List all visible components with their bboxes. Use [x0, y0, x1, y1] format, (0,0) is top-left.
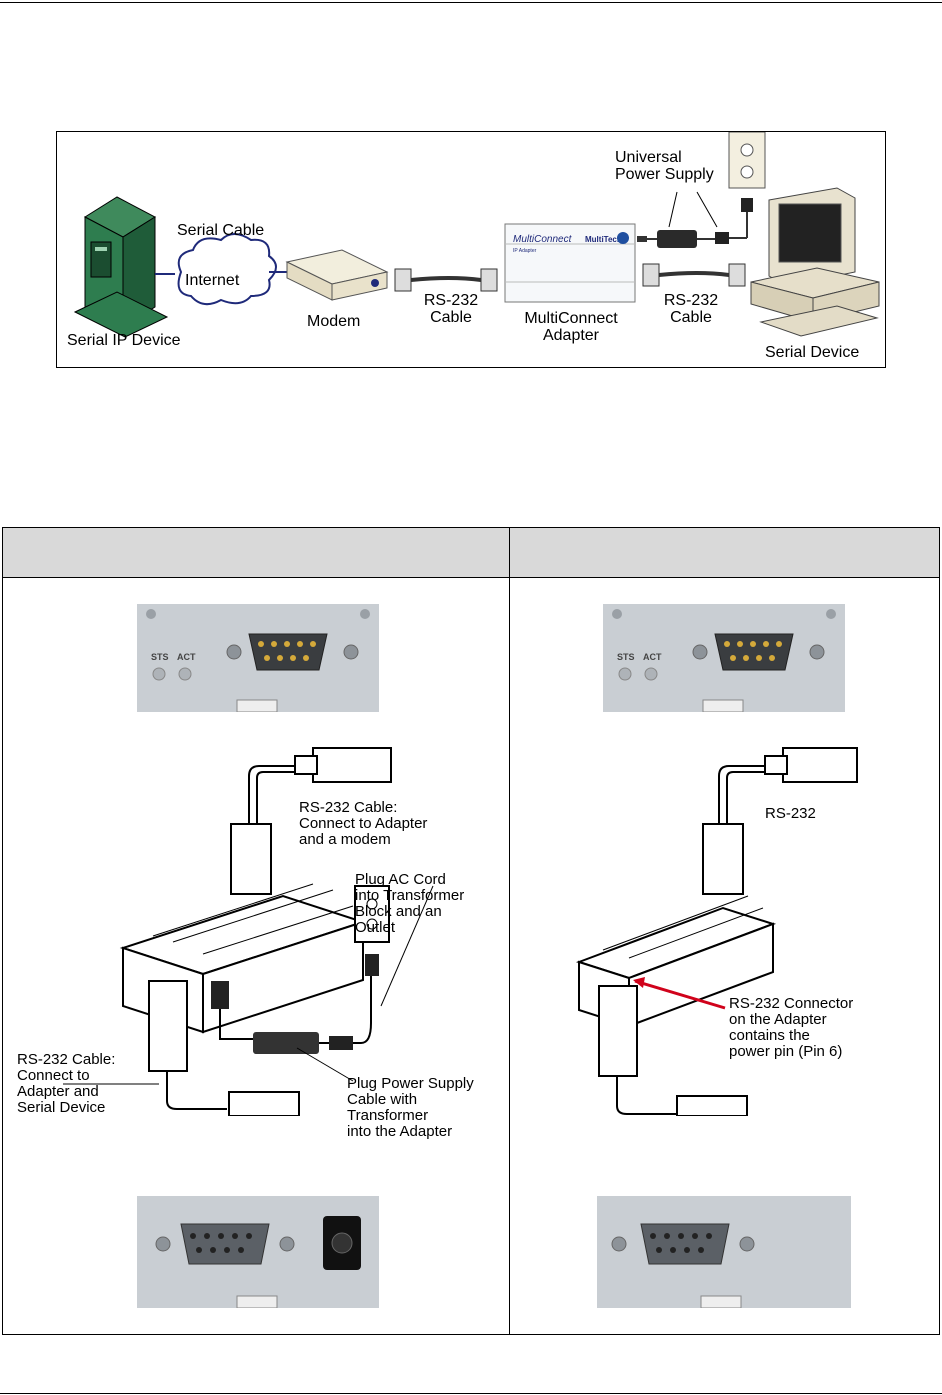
- sts-label: STS: [151, 652, 169, 662]
- adapter-sub: IP Adapter: [513, 248, 537, 254]
- left-assembly-drawing: [63, 736, 483, 1117]
- wall-outlet-icon: [728, 132, 766, 189]
- connection-table: STS ACT: [2, 527, 940, 1335]
- table-header: [3, 528, 939, 578]
- power-supply-label: Universal Power Supply: [615, 149, 714, 183]
- multiconnect-adapter-icon: MultiConnect IP Adapter MultiTech: [504, 223, 636, 303]
- network-diagram-art: MultiConnect IP Adapter MultiTech: [73, 132, 880, 338]
- adapter-front-panel-photo-left: STS ACT: [137, 604, 379, 713]
- internet-cloud-icon: [177, 233, 277, 306]
- adapter-front-panel-photo-right: STS ACT: [603, 604, 845, 713]
- page-top-rule: [0, 2, 942, 3]
- power-supply-plug-label: Plug Power Supply Cable with Transformer…: [347, 1075, 474, 1140]
- adapter-label: MultiConnect Adapter: [524, 310, 618, 344]
- adapter-rear-panel-photo-left: [137, 1196, 379, 1309]
- rs232-cable-right-icon: [642, 263, 746, 287]
- power-supply-icon: [637, 198, 753, 248]
- act-label-right: ACT: [643, 652, 662, 662]
- column-divider: [509, 528, 510, 1334]
- serial-device-computer-icon: [750, 187, 880, 337]
- adapter-logo: MultiTech: [585, 235, 622, 244]
- rs232-connector-label: RS-232 Connector on the Adapter contains…: [729, 995, 854, 1060]
- serial-ip-device-icon: [73, 196, 169, 338]
- serial-cable-label: Serial Cable: [177, 222, 265, 239]
- right-assembly-drawing: [573, 736, 913, 1117]
- network-diagram: MultiConnect IP Adapter MultiTech: [56, 131, 886, 368]
- internet-label: Internet: [185, 272, 240, 289]
- left-cable-bottom-label: RS-232 Cable: Connect to Adapter and Ser…: [17, 1051, 116, 1116]
- header-right: [510, 528, 940, 577]
- act-label: ACT: [177, 652, 196, 662]
- rs232-cable-right-label: RS-232 Cable: [663, 292, 719, 326]
- rs232-cable-left-icon: [394, 268, 498, 292]
- serial-ip-device-label: Serial IP Device: [67, 332, 181, 349]
- right-cable-top-label: RS-232: [765, 805, 816, 822]
- header-left: [3, 528, 509, 577]
- modem-icon: [285, 249, 389, 301]
- modem-label: Modem: [307, 313, 361, 330]
- adapter-brand: MultiConnect: [513, 234, 573, 245]
- sts-label-right: STS: [617, 652, 635, 662]
- serial-device-label: Serial Device: [765, 344, 860, 361]
- ac-cord-label: Plug AC Cord into Transformer Block and …: [355, 871, 465, 936]
- adapter-rear-panel-photo-right: [597, 1196, 851, 1309]
- page-bottom-rule: [0, 1393, 942, 1394]
- left-cable-top-label: RS-232 Cable: Connect to Adapter and a m…: [299, 799, 428, 848]
- rs232-cable-left-label: RS-232 Cable: [423, 292, 479, 326]
